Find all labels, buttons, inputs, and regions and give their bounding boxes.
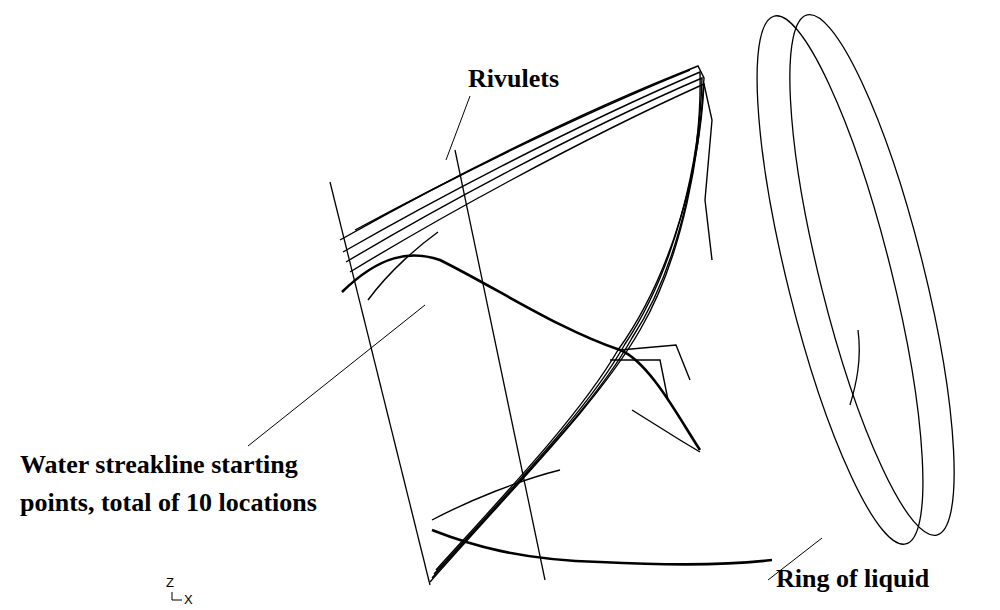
axis-label: Z bbox=[166, 576, 174, 589]
callout-label: Ring of liquid bbox=[776, 560, 929, 598]
callout-label: Water streakline starting points, total … bbox=[20, 446, 320, 521]
axis-label: X bbox=[184, 593, 193, 606]
cylinder-edges bbox=[330, 150, 545, 585]
axis-triad bbox=[172, 592, 182, 600]
rivulet-lines bbox=[340, 66, 712, 582]
callout-label: Rivulets bbox=[468, 60, 559, 98]
ring-of-liquid bbox=[724, 2, 988, 556]
leader-lines bbox=[248, 96, 822, 580]
streaklines bbox=[342, 255, 772, 564]
